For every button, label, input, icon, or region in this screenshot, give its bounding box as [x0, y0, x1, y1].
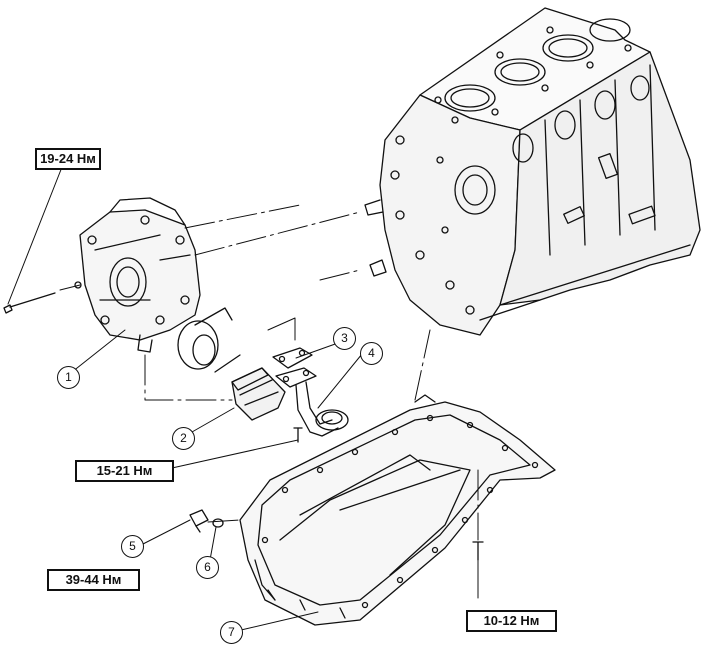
torque-spec-drain-plug: 39-44 Нм: [47, 569, 140, 591]
callout-2: 2: [172, 427, 195, 450]
drain-washer: [212, 518, 224, 528]
torque-spec-pump-bolt: 19-24 Нм: [35, 148, 101, 170]
torque-spec-strainer-bolt: 15-21 Нм: [75, 460, 174, 482]
callout-1: 1: [57, 366, 80, 389]
oil-pan: [239, 394, 556, 626]
callout-4: 4: [360, 342, 383, 365]
callout-3: 3: [333, 327, 356, 350]
drain-plug: [189, 509, 209, 533]
oil-filter: [231, 367, 286, 421]
callout-6: 6: [196, 556, 219, 579]
pan-bolt: [472, 541, 484, 561]
callout-5: 5: [121, 535, 144, 558]
torque-spec-pan-bolt: 10-12 Нм: [466, 610, 557, 632]
pump-bolt: [3, 292, 56, 314]
engine-block: [364, 7, 701, 336]
oil-pump-housing: [74, 197, 241, 373]
callout-7: 7: [220, 621, 243, 644]
